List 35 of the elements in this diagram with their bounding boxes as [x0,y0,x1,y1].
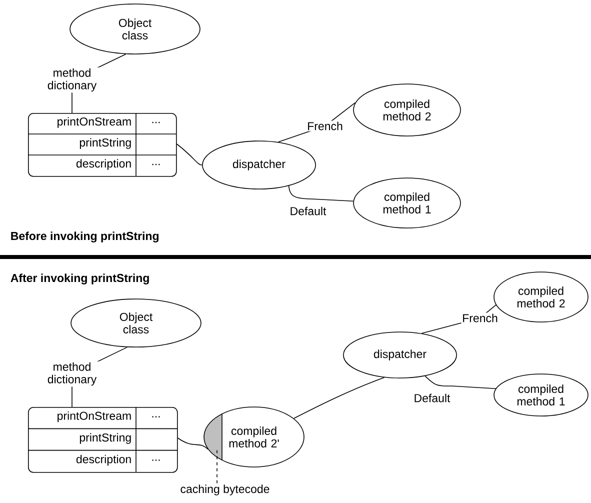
edge-label: method dictionary [41,361,103,387]
edge-label: method dictionary [41,67,103,93]
table-entry: description [76,454,131,466]
table-entry: description [76,159,131,170]
method-table [28,406,178,473]
edge-label: French [461,312,499,324]
table-entry: ... [152,164,160,166]
annotation-text: caching bytecode [180,484,270,496]
ellipse-node: dispatcher [343,332,457,378]
connector-line [216,448,218,484]
ellipse-node: Object class [70,298,202,348]
method-table [28,112,177,177]
edge-label: French [306,120,344,132]
edge-label: Default [288,206,328,216]
ellipse-node: compiled method 1 [494,374,588,416]
section-heading: Before invoking printString [11,232,158,242]
table-entry: printString [80,433,131,444]
table-entry: ... [152,460,160,461]
table-entry: printOnStream [58,117,131,128]
connector-line [176,144,202,166]
ellipse-node: Object class [70,4,200,54]
table-entry: printOnStream [58,411,131,422]
table-entry: printString [80,138,131,149]
table-entry: ... [152,122,160,124]
table-entry: ... [152,416,160,418]
connector-line [177,438,208,450]
ellipse-node: compiled method 2' [204,406,304,468]
ellipse-node: compiled method 2 [353,84,461,136]
connector-line [424,376,496,390]
ellipse-node: dispatcher [202,140,316,190]
edge-label: Default [412,392,452,404]
connector-line [288,185,354,202]
section-heading: After invoking printString [10,274,149,284]
ellipse-node: compiled method 1 [353,178,461,228]
connector-line [293,377,385,419]
